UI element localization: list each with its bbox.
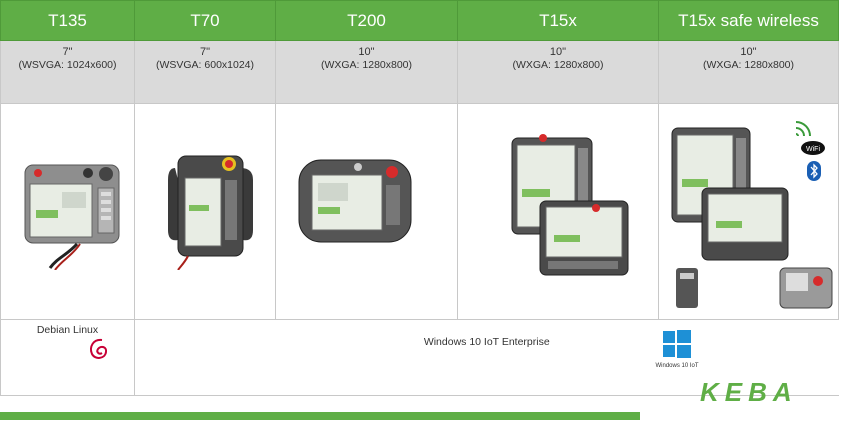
header-t200: T200 [275,0,458,41]
windows-logo-label: Windows 10 IoT [655,363,699,369]
spec-t135: 7"(WSVGA: 1024x600) [0,40,135,104]
wireless-signal-icon [795,121,811,137]
debian-logo-icon [90,338,108,359]
t70-device-image [168,155,253,270]
windows-label: Windows 10 IoT Enterprise [423,336,550,348]
spec-t70: 7"(WSVGA: 600x1024) [134,40,276,104]
resolution: (WXGA: 1280x800) [512,59,604,71]
resolution: (WXGA: 1280x800) [320,59,413,71]
bottom-accent-bar [0,412,640,420]
keba-logo-text: KEBA [700,377,798,407]
resolution: (WXGA: 1280x800) [702,59,795,71]
bluetooth-icon [807,161,821,181]
os-row: Debian Linux Windows 10 IoT Enterprise [0,319,839,396]
header-t15x: T15x [457,0,659,41]
screen-size: 10" [358,46,375,58]
resolution: (WSVGA: 1024x600) [18,59,117,71]
os-cell-windows: Windows 10 IoT Enterprise [134,319,839,396]
t15x-device-image [511,134,629,276]
resolution: (WSVGA: 600x1024) [155,59,255,71]
debian-label: Debian Linux [36,324,99,336]
windows-logo-icon: Windows 10 IoT [652,330,702,370]
keba-logo: KEBA [700,377,820,407]
spec-t15x: 10"(WXGA: 1280x800) [457,40,659,104]
spec-t200: 10"(WXGA: 1280x800) [275,40,458,104]
screen-size: 10" [549,46,567,58]
t135-device-image [24,164,120,270]
screen-size: 7" [199,46,211,58]
header-row: T135 T70 T200 T15x T15x safe wireless [0,0,839,41]
header-t135: T135 [0,0,135,41]
t200-device-image [298,159,412,243]
screen-size: 7" [62,46,73,58]
header-t15x-safe-wireless: T15x safe wireless [658,0,839,41]
screen-size: 10" [740,46,757,58]
svg-text:WiFi: WiFi [806,146,820,153]
header-t70: T70 [134,0,276,41]
spec-t15x-safe-wireless: 10"(WXGA: 1280x800) [658,40,839,104]
spec-row: 7"(WSVGA: 1024x600) 7"(WSVGA: 600x1024) … [0,40,839,104]
t15x-safe-wireless-device-image [671,127,833,309]
os-cell-debian: Debian Linux [0,319,135,396]
wifi-icon: WiFi [801,141,825,155]
product-comparison-table: T135 T70 T200 T15x T15x safe wireless 7"… [0,0,839,396]
